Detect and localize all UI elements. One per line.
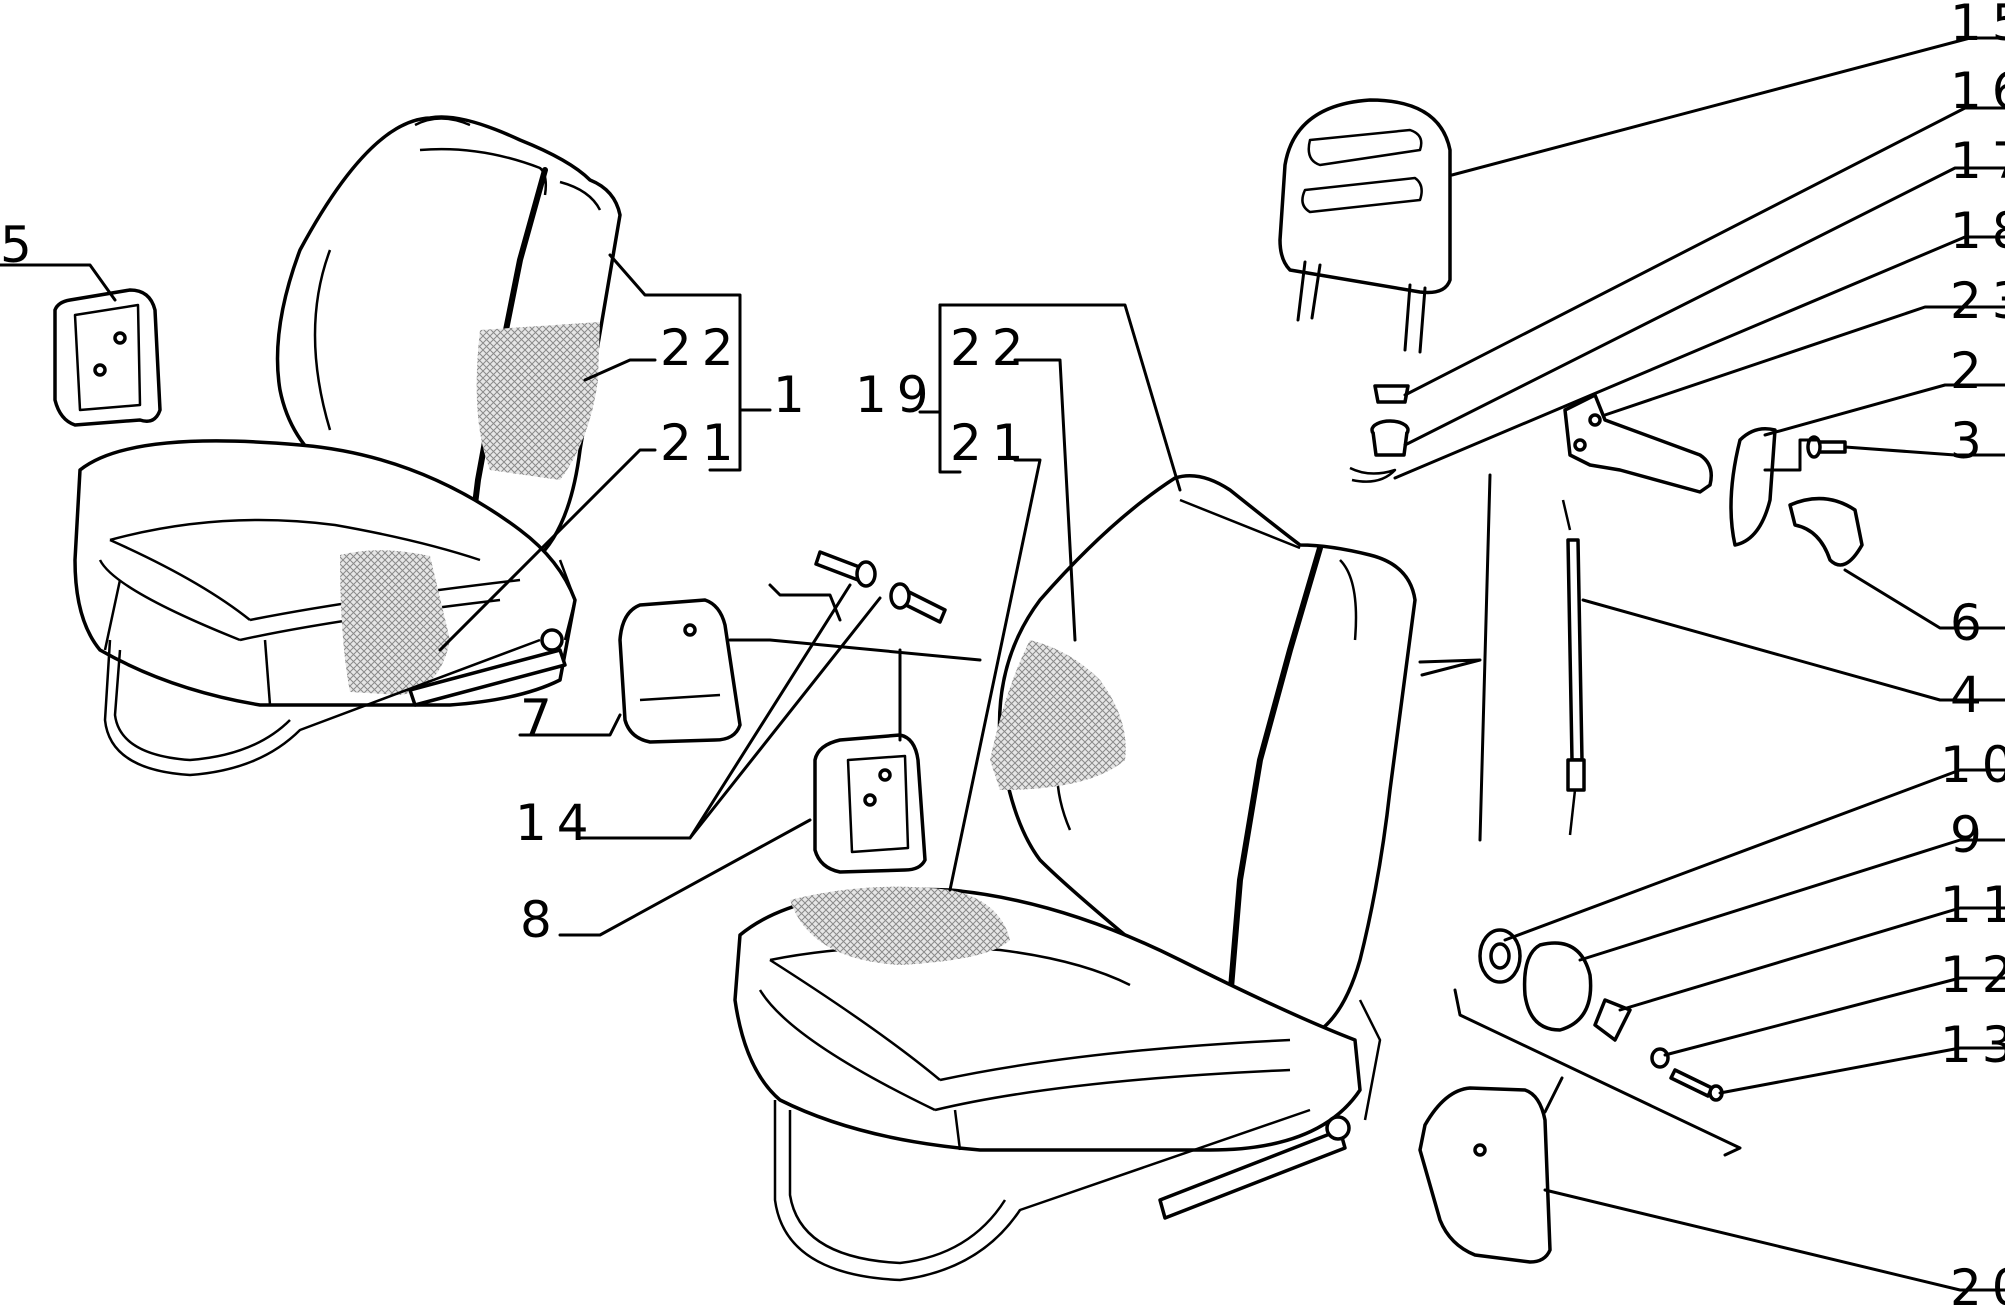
part-2-3-6-handles — [1729, 427, 1864, 567]
label-2: 2 — [1950, 342, 1992, 400]
label-4: 4 — [1950, 666, 1992, 724]
label-15: 15 — [1950, 0, 2005, 52]
label-21b: 21 — [950, 414, 1034, 472]
label-19: 19 — [855, 366, 939, 424]
label-9: 9 — [1950, 806, 1992, 864]
right-seat — [733, 474, 1417, 1282]
label-10: 10 — [1940, 736, 2005, 794]
part-20-cover — [1418, 1086, 1552, 1264]
label-22a: 22 — [660, 319, 744, 377]
label-3: 3 — [1950, 412, 1992, 470]
label-7: 7 — [520, 689, 562, 747]
label-23: 23 — [1950, 272, 2005, 330]
label-12: 12 — [1940, 946, 2005, 1004]
part-15-headrest — [1278, 98, 1452, 354]
part-23-lever — [1563, 393, 1713, 494]
leader-lines — [0, 36, 2005, 1292]
label-1: 1 — [773, 366, 815, 424]
part-4-rod — [1478, 473, 1586, 842]
label-13: 13 — [1940, 1016, 2005, 1074]
label-18: 18 — [1950, 202, 2005, 260]
left-seat — [73, 115, 622, 777]
part-5-cover — [53, 288, 162, 427]
label-8: 8 — [520, 891, 562, 949]
part-16-17-18-guides — [1349, 384, 1410, 483]
label-22b: 22 — [950, 319, 1034, 377]
label-21a: 21 — [660, 414, 744, 472]
label-11: 11 — [1940, 876, 2005, 934]
label-5: 5 — [0, 216, 42, 274]
part-14-screws — [814, 550, 947, 624]
label-6: 6 — [1950, 594, 1992, 652]
label-14: 14 — [515, 794, 599, 852]
part-8-cover — [813, 733, 927, 874]
label-20: 20 — [1950, 1259, 2005, 1305]
label-16: 16 — [1950, 62, 2005, 120]
part-7-cover — [618, 598, 742, 744]
part-9-10-11-12-13-knob-set — [1478, 928, 1724, 1102]
label-17: 17 — [1950, 132, 2005, 190]
